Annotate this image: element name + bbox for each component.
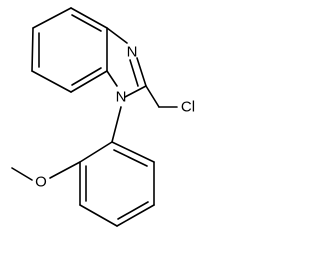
benzo-ring xyxy=(31,7,108,93)
bond xyxy=(111,106,122,143)
bond-inner xyxy=(117,201,149,220)
atom-label-o: O xyxy=(35,174,47,191)
structure-diagram: N N Cl O xyxy=(11,7,195,227)
bond xyxy=(31,27,34,72)
bond xyxy=(145,85,160,108)
bond xyxy=(116,204,155,227)
atom-label-n1: N xyxy=(116,89,127,106)
bond xyxy=(124,85,147,98)
bond xyxy=(31,70,72,93)
methoxyphenyl-ring xyxy=(79,141,155,227)
bond xyxy=(49,161,81,179)
bond xyxy=(79,141,113,163)
imidazole-ring xyxy=(106,27,147,98)
bond-inner xyxy=(71,14,102,32)
bond xyxy=(136,57,147,87)
bond-inner xyxy=(129,59,139,87)
bond xyxy=(111,141,155,163)
bond xyxy=(70,7,108,29)
bond xyxy=(106,27,128,44)
bond xyxy=(79,204,118,227)
bond xyxy=(32,7,72,29)
bond xyxy=(11,167,33,181)
atom-label-cl: Cl xyxy=(181,99,195,116)
bond-inner xyxy=(71,67,102,86)
atom-label-n3: N xyxy=(127,44,138,61)
bond-inner xyxy=(113,149,148,167)
bond xyxy=(106,70,118,87)
bond xyxy=(70,70,108,93)
